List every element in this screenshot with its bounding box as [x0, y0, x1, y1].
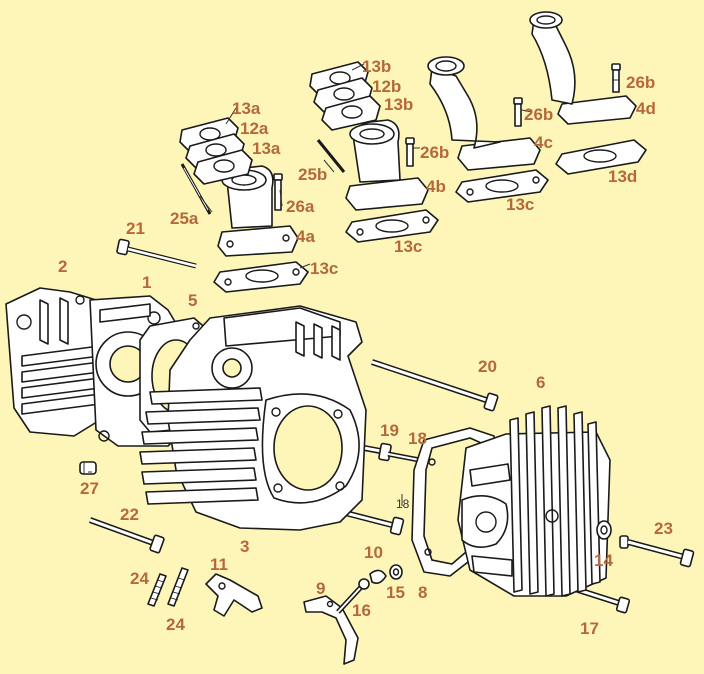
washer-15 — [389, 564, 403, 580]
label-3: 3 — [240, 537, 249, 556]
bolt-23 — [619, 535, 695, 568]
label-25a: 25a — [170, 209, 199, 228]
washer-14 — [596, 520, 612, 540]
bolt-22 — [88, 517, 165, 554]
gasket-stack-13b-12b — [309, 61, 381, 131]
stud-25b — [316, 139, 346, 173]
label-13c-right: 13c — [506, 195, 534, 214]
plug-27 — [79, 461, 97, 475]
label-4d: 4d — [636, 99, 656, 118]
cylinder-3 — [139, 305, 367, 531]
bolt-21 — [116, 238, 197, 269]
label-1: 1 — [142, 273, 151, 292]
label-13c-mid: 13c — [394, 237, 422, 256]
label-20: 20 — [478, 357, 497, 376]
label-21: 21 — [126, 219, 145, 238]
label-24-right: 24 — [166, 615, 185, 634]
label-18-small: 18 — [396, 497, 410, 511]
label-26b-d: 26b — [626, 73, 655, 92]
gasket-stack-13a-12a — [179, 117, 253, 185]
intake-pipe-4c — [427, 56, 541, 171]
label-4a: 4a — [296, 227, 315, 246]
shaft-16 — [336, 578, 370, 614]
stud-24-right — [167, 567, 189, 607]
label-19: 19 — [380, 421, 399, 440]
screw-26b-d — [611, 63, 621, 93]
gasket-13d — [555, 139, 647, 175]
label-18: 18 — [408, 429, 427, 448]
gasket-13c-right — [455, 169, 549, 203]
bolt-20 — [371, 359, 499, 412]
label-2: 2 — [58, 257, 67, 276]
label-26a: 26a — [286, 197, 315, 216]
label-13d: 13d — [608, 167, 637, 186]
intake-pipe-4a — [217, 165, 299, 257]
screw-26b-c — [513, 97, 523, 127]
screw-26b-mid — [405, 137, 415, 167]
label-12b: 12b — [372, 77, 401, 96]
label-13a-top: 13a — [232, 99, 261, 118]
label-23: 23 — [654, 519, 673, 538]
label-24-left: 24 — [130, 569, 149, 588]
screw-26a — [273, 173, 283, 211]
label-27: 27 — [80, 479, 99, 498]
clip-10 — [369, 569, 387, 584]
label-13b-bottom: 13b — [384, 95, 413, 114]
intake-pipe-4d — [529, 11, 637, 125]
label-15: 15 — [386, 583, 405, 602]
label-13b-top: 13b — [362, 57, 391, 76]
cylinder-head-6 — [457, 405, 611, 597]
gasket-13c-mid — [345, 209, 439, 243]
label-26b-c: 26b — [524, 105, 553, 124]
label-12a: 12a — [240, 119, 269, 138]
label-10: 10 — [364, 543, 383, 562]
label-13c-lower: 13c — [310, 259, 338, 278]
label-4c: 4c — [534, 133, 553, 152]
bracket-11 — [205, 573, 263, 617]
label-11: 11 — [210, 555, 228, 574]
cylinder-left-2 — [5, 287, 101, 437]
lever-9 — [303, 595, 359, 665]
intake-pipe-4b — [345, 119, 429, 211]
label-26b-mid: 26b — [420, 143, 449, 162]
part-labels: 2 1 5 21 25a 26a 4a 13c 13a 12a 13a 13b … — [58, 57, 673, 638]
label-14: 14 — [594, 551, 613, 570]
stud-25a — [180, 163, 212, 215]
gasket-13c-lower — [213, 261, 309, 293]
label-22: 22 — [120, 505, 139, 524]
label-9: 9 — [316, 579, 325, 598]
label-8: 8 — [418, 583, 427, 602]
label-4b: 4b — [426, 177, 446, 196]
label-5: 5 — [188, 291, 197, 310]
label-16: 16 — [352, 601, 371, 620]
leader-lines — [88, 63, 620, 506]
label-13a-bottom: 13a — [252, 139, 281, 158]
label-17: 17 — [580, 619, 599, 638]
label-6: 6 — [536, 373, 545, 392]
label-25b: 25b — [298, 165, 327, 184]
stud-24-left — [147, 573, 167, 607]
